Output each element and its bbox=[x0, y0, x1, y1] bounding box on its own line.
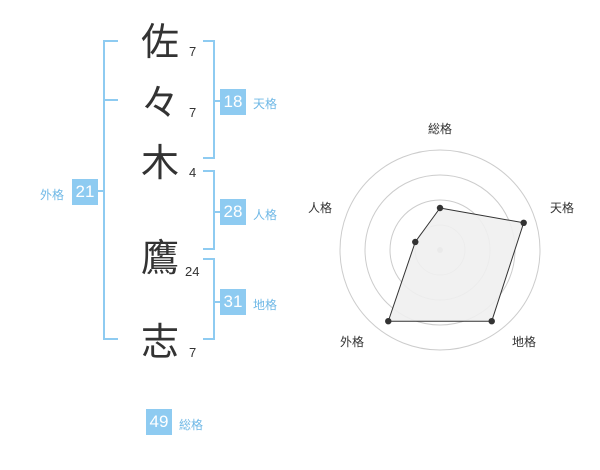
radar-axis-label-5: 人格 bbox=[308, 200, 332, 215]
radar-axis-label-2: 天格 bbox=[550, 200, 574, 215]
name-char-4: 鷹 bbox=[140, 236, 179, 280]
stroke-count-3: 4 bbox=[189, 165, 197, 180]
soukaku-badge: 49 bbox=[146, 409, 172, 435]
stroke-count-4: 24 bbox=[185, 264, 200, 279]
tenkaku-badge: 18 bbox=[220, 89, 246, 115]
name-char-3: 木 bbox=[140, 141, 179, 185]
gaikaku-bracket bbox=[103, 40, 118, 340]
radar-ring-4 bbox=[339, 149, 541, 351]
stroke-count-2: 7 bbox=[189, 105, 197, 120]
tenkaku-bracket bbox=[203, 40, 215, 159]
brackets bbox=[90, 40, 220, 340]
name-char-1: 佐 bbox=[140, 20, 179, 64]
jinkaku-badge: 28 bbox=[220, 199, 246, 225]
tenkaku-label: 天格 bbox=[253, 97, 278, 111]
stroke-count-1: 7 bbox=[189, 44, 197, 59]
jinkaku-label: 人格 bbox=[253, 208, 278, 222]
soukaku-label: 総格 bbox=[179, 418, 204, 432]
chikaku-label: 地格 bbox=[253, 298, 278, 312]
chikaku-bracket bbox=[203, 258, 215, 340]
name-char-5: 志 bbox=[140, 320, 179, 364]
radar-point-1 bbox=[436, 204, 444, 212]
radar-axis-label-1: 総格 bbox=[428, 121, 452, 136]
radar-axis-label-3: 地格 bbox=[512, 334, 536, 349]
radar-point-4 bbox=[385, 317, 392, 325]
gaikaku-badge: 21 bbox=[72, 179, 98, 205]
chikaku-badge: 31 bbox=[220, 289, 246, 315]
gaikaku-label: 外格 bbox=[40, 188, 65, 202]
stroke-count-5: 7 bbox=[189, 345, 197, 360]
radar-polygon bbox=[387, 207, 525, 322]
name-char-2: 々 bbox=[140, 81, 179, 125]
radar-point-3 bbox=[488, 317, 495, 325]
jinkaku-bracket bbox=[203, 170, 215, 250]
radar-point-5 bbox=[412, 238, 419, 246]
radar-point-2 bbox=[520, 219, 527, 227]
radar-axis-label-4: 外格 bbox=[340, 334, 364, 349]
